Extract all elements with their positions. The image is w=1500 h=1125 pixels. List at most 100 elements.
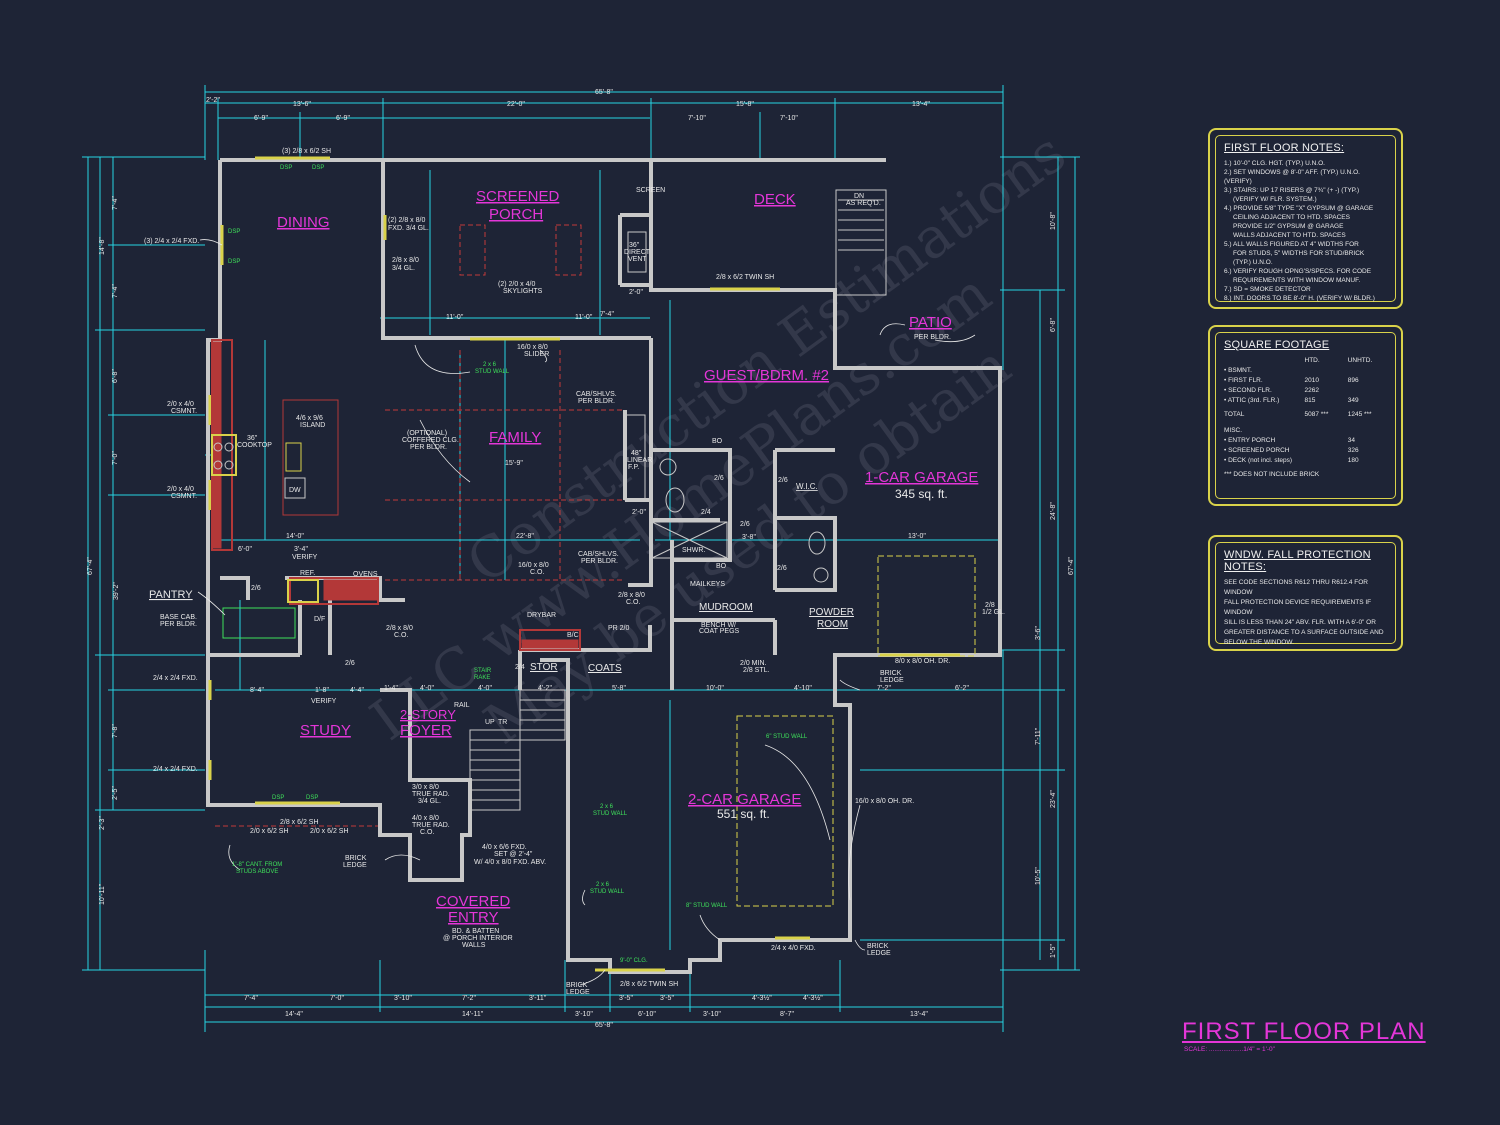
sqft-row: • BSMNT. — [1224, 367, 1252, 374]
sqft-title: SQUARE FOOTAGE — [1224, 339, 1330, 351]
svg-text:4'-10": 4'-10" — [794, 685, 812, 692]
svg-text:DSP: DSP — [272, 795, 284, 801]
svg-text:AS REQ'D.: AS REQ'D. — [846, 200, 881, 207]
svg-text:6'-8": 6'-8" — [1050, 318, 1057, 332]
room-stor: STOR — [530, 662, 558, 673]
svg-text:BENCH W/: BENCH W/ — [701, 622, 736, 629]
svg-text:3/0 x 8/0: 3/0 x 8/0 — [412, 784, 439, 791]
svg-text:2/4 x 2/4 FXD.: 2/4 x 2/4 FXD. — [153, 675, 198, 682]
svg-text:SCREEN: SCREEN — [636, 187, 665, 194]
svg-text:RAKE: RAKE — [474, 675, 490, 681]
svg-text:2/0 x 6/2 SH: 2/0 x 6/2 SH — [250, 828, 289, 835]
svg-text:2/8: 2/8 — [985, 602, 995, 609]
svg-text:2/8 x 6/2 SH: 2/8 x 6/2 SH — [280, 819, 319, 826]
svg-text:7'-8": 7'-8" — [112, 724, 119, 738]
room-foyer: 2-STORY — [400, 707, 456, 722]
svg-text:16/0 x 8/0: 16/0 x 8/0 — [517, 344, 548, 351]
svg-text:BO: BO — [712, 438, 723, 445]
svg-text:C.O.: C.O. — [394, 632, 408, 639]
room-study: STUDY — [300, 722, 351, 739]
svg-text:5'-8": 5'-8" — [612, 685, 626, 692]
svg-text:2/8 x 6/2 TWIN SH: 2/8 x 6/2 TWIN SH — [620, 981, 678, 988]
svg-text:(2) 2/8 x 8/0: (2) 2/8 x 8/0 — [388, 217, 425, 224]
svg-text:COAT PEGS: COAT PEGS — [699, 628, 740, 635]
svg-text:10'-11": 10'-11" — [99, 883, 106, 905]
svg-text:PER BLDR.: PER BLDR. — [581, 558, 618, 565]
svg-text:2/4: 2/4 — [701, 509, 711, 516]
svg-text:OVENS: OVENS — [353, 571, 378, 578]
svg-text:2'-5": 2'-5" — [112, 786, 119, 800]
note-5: 5.) ALL WALLS FIGURED AT 4" WIDTHS FOR F… — [1224, 241, 1365, 266]
svg-text:36": 36" — [247, 435, 258, 442]
svg-text:BRICK: BRICK — [566, 982, 588, 989]
svg-text:3'-10": 3'-10" — [703, 1011, 721, 1018]
svg-text:PR 2/0: PR 2/0 — [608, 625, 630, 632]
svg-text:(3) 2/4 x 2/4 FXD.: (3) 2/4 x 2/4 FXD. — [144, 238, 199, 245]
svg-text:@ PORCH INTERIOR: @ PORCH INTERIOR — [443, 935, 513, 942]
svg-text:8'-7": 8'-7" — [780, 1011, 794, 1018]
svg-text:CAB/SHLVS.: CAB/SHLVS. — [578, 551, 619, 558]
svg-text:3'-11": 3'-11" — [529, 995, 547, 1002]
svg-text:2/0 x 4/0: 2/0 x 4/0 — [167, 486, 194, 493]
svg-text:PER BLDR.: PER BLDR. — [914, 334, 951, 341]
first-floor-notes-panel: FIRST FLOOR NOTES: 1.) 10'-0" CLG. HGT. … — [1208, 128, 1403, 309]
svg-text:DSP: DSP — [228, 229, 240, 235]
room-labels: DINING SCREENED PORCH DECK PATIO GUEST/B… — [149, 188, 978, 926]
svg-text:2'-3": 2'-3" — [99, 816, 106, 830]
svg-text:8/0 x 8/0 OH. DR.: 8/0 x 8/0 OH. DR. — [895, 658, 950, 665]
svg-text:STUDS ABOVE: STUDS ABOVE — [236, 869, 278, 875]
svg-text:13'-4": 13'-4" — [912, 101, 930, 108]
svg-text:4'-3½": 4'-3½" — [752, 994, 772, 1002]
svg-text:11'-0": 11'-0" — [446, 314, 464, 321]
svg-text:LEDGE: LEDGE — [566, 989, 590, 996]
svg-text:1/2 GL.: 1/2 GL. — [982, 609, 1005, 616]
svg-text:6'-9": 6'-9" — [336, 115, 350, 122]
svg-text:13'-4": 13'-4" — [910, 1011, 928, 1018]
svg-text:MAILKEYS: MAILKEYS — [690, 581, 725, 588]
window-notes-text: SEE CODE SECTIONS R612 THRU R612.4 FOR W… — [1224, 579, 1384, 646]
svg-text:CSMNT.: CSMNT. — [171, 493, 197, 500]
svg-text:2'-0": 2'-0" — [632, 509, 646, 516]
room-coats: COATS — [588, 663, 622, 674]
svg-text:65'-8": 65'-8" — [595, 89, 613, 96]
svg-text:2'-2": 2'-2" — [206, 97, 220, 104]
svg-text:BD. & BATTEN: BD. & BATTEN — [452, 928, 499, 935]
room-covered-entry: COVERED — [436, 893, 510, 910]
svg-text:2/0 MIN.: 2/0 MIN. — [740, 660, 767, 667]
room-guest-bdrm: GUEST/BDRM. #2 — [704, 367, 829, 384]
leader-lines — [197, 239, 976, 986]
svg-text:TR: TR — [498, 719, 507, 726]
svg-text:7'-4": 7'-4" — [244, 995, 258, 1002]
foyer-stairs — [469, 199, 884, 811]
svg-text:13'-0": 13'-0" — [908, 533, 926, 540]
svg-text:7'-4": 7'-4" — [112, 284, 119, 298]
svg-text:6" STUD WALL: 6" STUD WALL — [766, 734, 808, 740]
svg-text:13'-6": 13'-6" — [293, 101, 311, 108]
svg-text:SHWR.: SHWR. — [682, 547, 705, 554]
note-6: 6.) VERIFY ROUGH OPNG'S/SPECS. FOR CODE … — [1224, 268, 1372, 284]
svg-text:2/8 x 8/0: 2/8 x 8/0 — [386, 625, 413, 632]
note-7: 7.) SD = SMOKE DETECTOR — [1224, 286, 1311, 293]
svg-text:7'-0": 7'-0" — [112, 451, 119, 465]
svg-text:C.O.: C.O. — [530, 569, 544, 576]
svg-text:DSP: DSP — [312, 165, 324, 171]
svg-text:16/0 x 8/0 OH. DR.: 16/0 x 8/0 OH. DR. — [855, 798, 914, 805]
windows — [208, 156, 960, 972]
svg-text:(OPTIONAL): (OPTIONAL) — [407, 430, 447, 437]
svg-text:3/4 GL.: 3/4 GL. — [392, 265, 415, 272]
room-family: FAMILY — [489, 429, 541, 446]
svg-text:STAIR: STAIR — [474, 668, 492, 674]
svg-text:4'-4": 4'-4" — [350, 687, 364, 694]
svg-text:15'-9": 15'-9" — [505, 460, 523, 467]
svg-text:2/4 x 4/0 FXD.: 2/4 x 4/0 FXD. — [771, 945, 816, 952]
room-deck: DECK — [754, 191, 796, 208]
window-notes-title: WNDW. FALL PROTECTION NOTES: — [1224, 549, 1371, 573]
svg-text:3/4 GL.: 3/4 GL. — [418, 798, 441, 805]
svg-text:9'-0" CLG.: 9'-0" CLG. — [620, 958, 648, 964]
svg-text:67'-4": 67'-4" — [1068, 557, 1075, 575]
svg-text:7'-2": 7'-2" — [462, 995, 476, 1002]
svg-text:8'-4": 8'-4" — [250, 687, 264, 694]
svg-text:2/6: 2/6 — [345, 660, 355, 667]
